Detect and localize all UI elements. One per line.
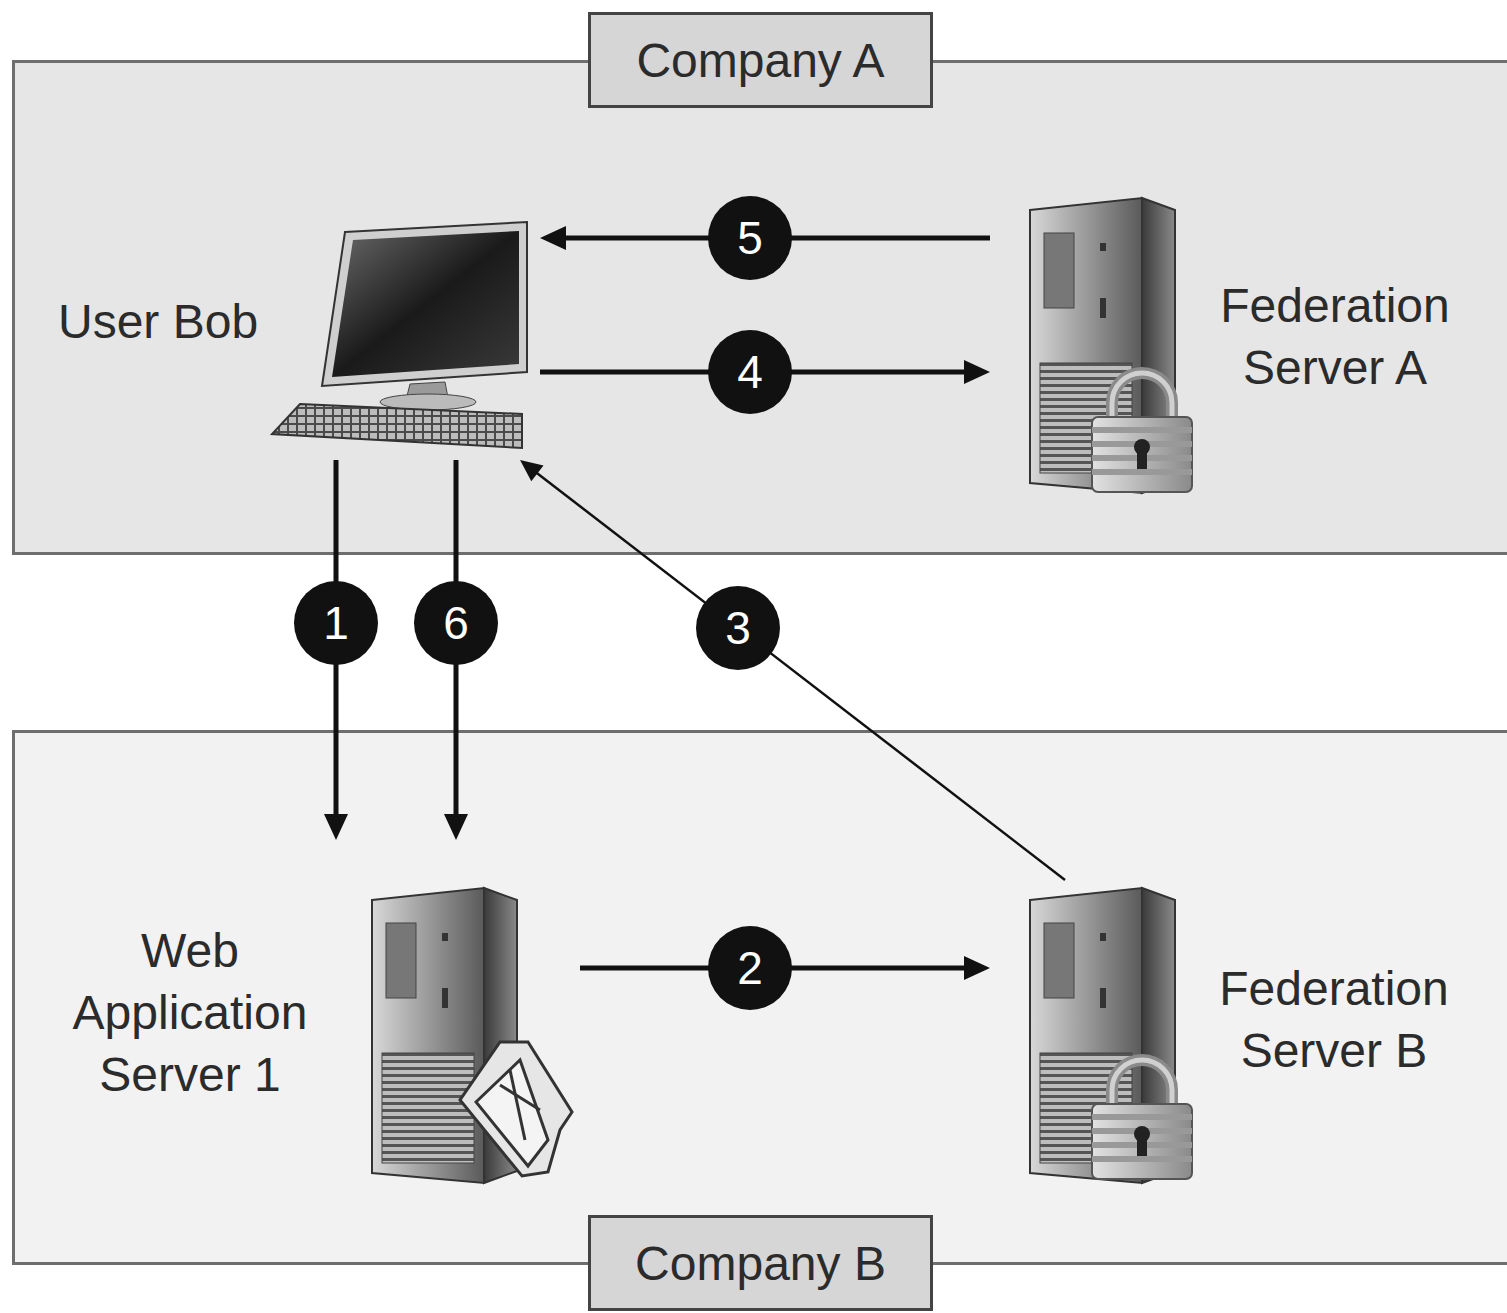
arrowhead [540, 226, 566, 250]
node-label: Federation Server B [1188, 958, 1480, 1082]
company-region: Company AUser BobFederation Server A [12, 60, 1507, 555]
callout-circle: 5 [708, 196, 792, 280]
callout-circle: 4 [708, 330, 792, 414]
callout-number: 3 [725, 605, 751, 651]
callout-number: 1 [323, 600, 349, 646]
callout-number: 2 [737, 945, 763, 991]
arrowhead [964, 956, 990, 980]
arrowhead [964, 360, 990, 384]
callout-circle: 3 [696, 586, 780, 670]
node-label: Web Application Server 1 [40, 920, 340, 1106]
arrowhead [520, 460, 544, 481]
callout-number: 4 [737, 349, 763, 395]
callout-circle: 6 [414, 581, 498, 665]
callout-number: 6 [443, 600, 469, 646]
callout-circle: 1 [294, 581, 378, 665]
lock-icon [1092, 1060, 1192, 1179]
region-title: Company B [588, 1215, 933, 1311]
node-label: Federation Server A [1190, 275, 1480, 399]
connector-line [536, 472, 1065, 880]
region-title: Company A [588, 12, 933, 108]
callout-circle: 2 [708, 926, 792, 1010]
node-label: User Bob [58, 291, 308, 353]
lock-icon [1092, 373, 1192, 492]
computer-icon [272, 222, 527, 448]
callout-number: 5 [737, 215, 763, 261]
arrow-connector [520, 460, 1065, 880]
arrowhead [444, 814, 468, 840]
arrowhead [324, 814, 348, 840]
app-logo [460, 1042, 572, 1176]
